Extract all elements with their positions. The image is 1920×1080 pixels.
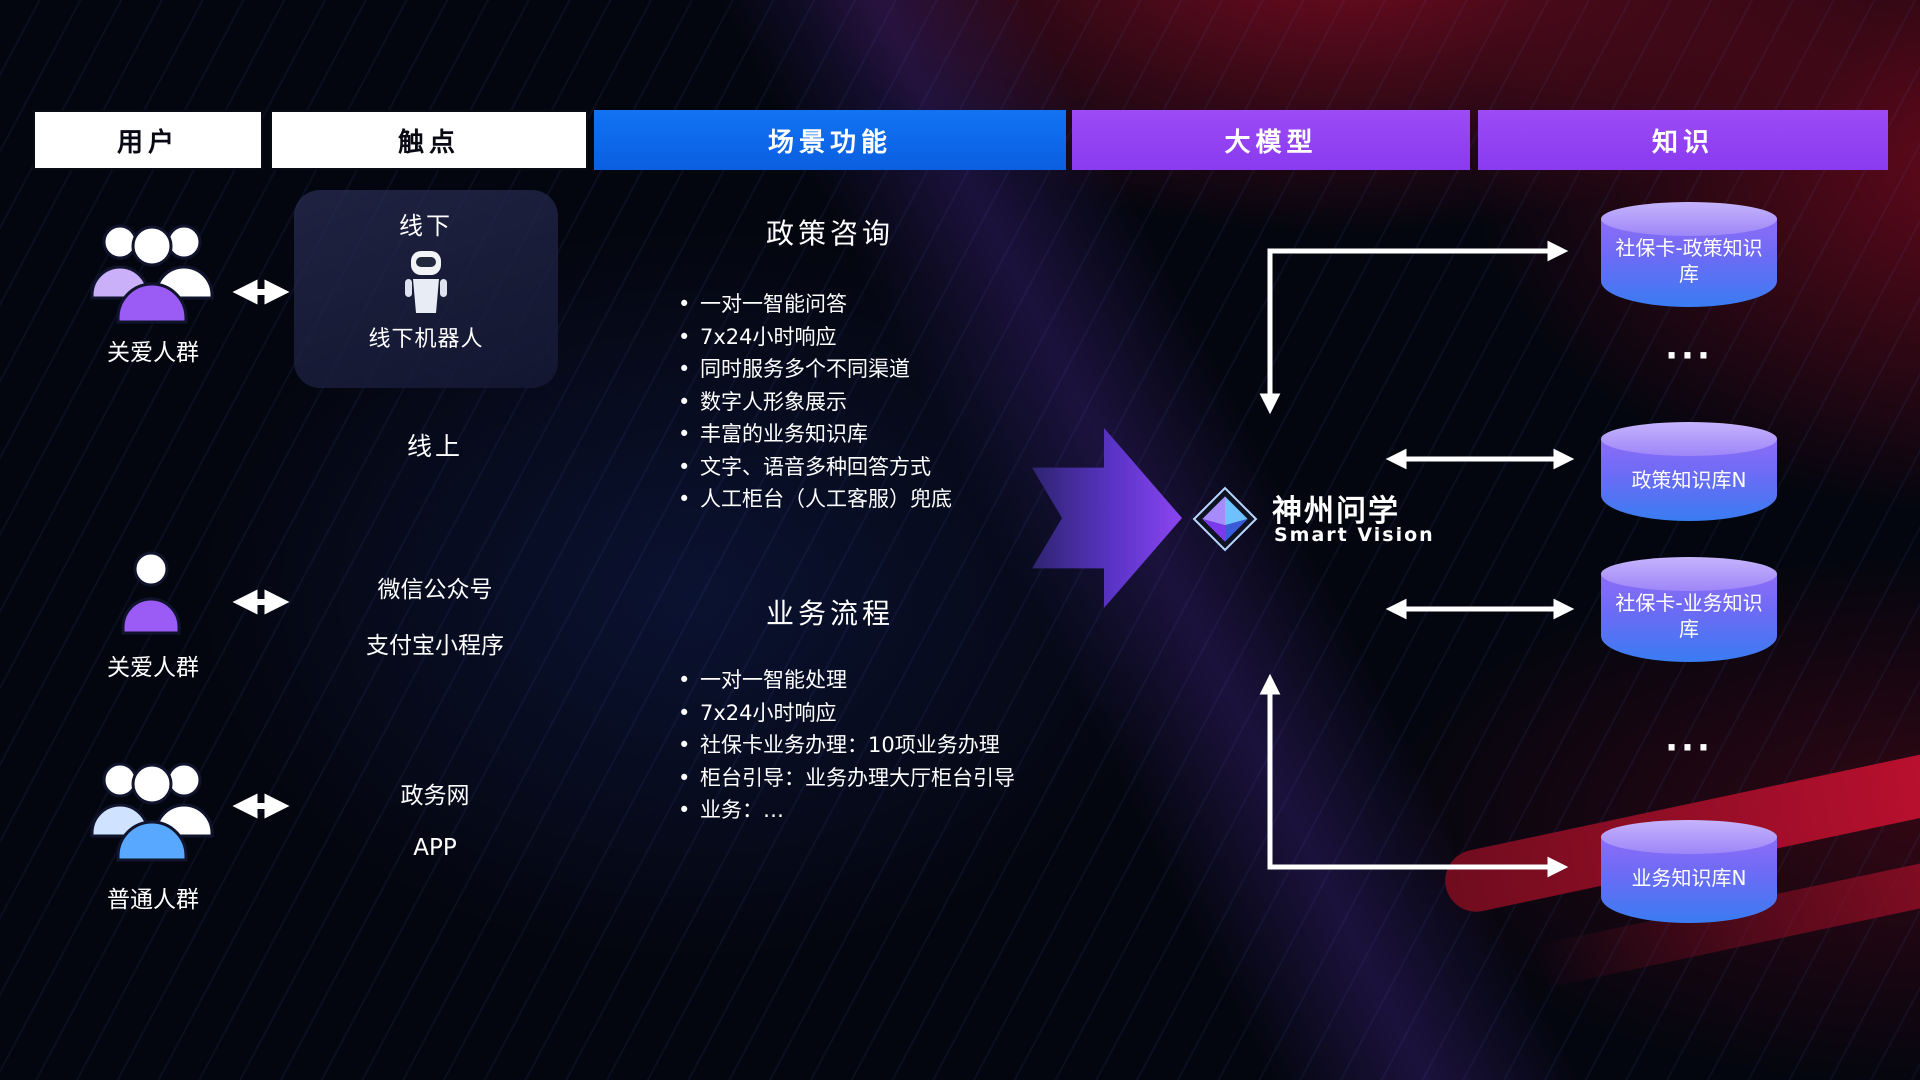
column-header-label: 知识 — [1651, 127, 1714, 158]
list-item: 同时服务多个不同渠道 — [676, 353, 1126, 386]
cylinder-top — [1601, 202, 1777, 236]
list-item: 人工柜台（人工客服）兜底 — [676, 483, 1126, 516]
scene-policy-list: 一对一智能问答 7x24小时响应 同时服务多个不同渠道 数字人形象展示 丰富的业… — [676, 288, 1126, 516]
user-group-label: 关爱人群 — [107, 655, 199, 681]
list-item: 7x24小时响应 — [676, 321, 1126, 354]
list-item: 文字、语音多种回答方式 — [676, 451, 1126, 484]
knowledge-db-policy-n: 政策知识库N — [1601, 422, 1777, 521]
ellipsis-more-business: ··· — [1665, 728, 1713, 768]
db-label: 政策知识库N — [1631, 468, 1747, 492]
column-header-knowledge: 知识 — [1478, 110, 1888, 170]
list-item: 柜台引导：业务办理大厅柜台引导 — [676, 762, 1126, 795]
db-label: 社保卡-业务知识库 — [1615, 591, 1763, 641]
cylinder-body: 社保卡-业务知识库 — [1601, 574, 1777, 662]
db-label: 社保卡-政策知识库 — [1615, 236, 1763, 286]
offline-touchpoint-panel: 线下 线下机器人 — [294, 190, 558, 388]
user-person-purple-icon — [121, 551, 181, 635]
online-title: 线上 — [406, 432, 463, 461]
cylinder-body: 政策知识库N — [1601, 439, 1777, 521]
user-group-label: 普通人群 — [107, 887, 199, 913]
logo-diamond-icon — [1192, 486, 1258, 552]
cylinder-top — [1601, 820, 1777, 854]
offline-robot-label: 线下机器人 — [368, 327, 484, 352]
scene-title-business: 业务流程 — [765, 597, 894, 630]
user-group-blue-icon — [90, 762, 214, 862]
column-header-label: 触点 — [397, 127, 460, 158]
robot-icon — [405, 251, 447, 313]
channel-wechat: 微信公众号 — [377, 577, 493, 603]
ellipsis-more-policy: ··· — [1665, 336, 1713, 376]
model-logo-name: 神州问学 — [1272, 494, 1400, 529]
model-logo-subtitle: Smart Vision — [1274, 524, 1435, 546]
channel-alipay: 支付宝小程序 — [366, 633, 504, 659]
user-group-purple-icon — [90, 224, 214, 324]
column-header-label: 场景功能 — [767, 127, 892, 158]
user-group-label: 关爱人群 — [107, 340, 199, 366]
channel-app: APP — [413, 835, 457, 861]
cylinder-top — [1601, 557, 1777, 591]
cylinder-body: 社保卡-政策知识库 — [1601, 219, 1777, 307]
db-label: 业务知识库N — [1631, 866, 1747, 890]
column-header-label: 大模型 — [1224, 127, 1318, 158]
list-item: 一对一智能问答 — [676, 288, 1126, 321]
column-header-users: 用户 — [33, 110, 263, 170]
list-item: 丰富的业务知识库 — [676, 418, 1126, 451]
scene-business-list: 一对一智能处理 7x24小时响应 社保卡业务办理：10项业务办理 柜台引导：业务… — [676, 664, 1126, 827]
list-item: 业务：… — [676, 794, 1126, 827]
scene-title-policy: 政策咨询 — [765, 217, 894, 250]
list-item: 7x24小时响应 — [676, 697, 1126, 730]
list-item: 社保卡业务办理：10项业务办理 — [676, 729, 1126, 762]
cylinder-top — [1601, 422, 1777, 456]
column-header-model: 大模型 — [1072, 110, 1470, 170]
column-header-label: 用户 — [116, 127, 179, 158]
cylinder-body: 业务知识库N — [1601, 837, 1777, 923]
knowledge-db-business-ssc: 社保卡-业务知识库 — [1601, 557, 1777, 662]
offline-title: 线下 — [399, 212, 453, 240]
channel-gov-web: 政务网 — [400, 783, 470, 809]
list-item: 一对一智能处理 — [676, 664, 1126, 697]
knowledge-db-policy-ssc: 社保卡-政策知识库 — [1601, 202, 1777, 307]
column-header-touchpoints: 触点 — [270, 110, 588, 170]
column-header-scenes: 场景功能 — [594, 110, 1066, 170]
knowledge-db-business-n: 业务知识库N — [1601, 820, 1777, 923]
list-item: 数字人形象展示 — [676, 386, 1126, 419]
